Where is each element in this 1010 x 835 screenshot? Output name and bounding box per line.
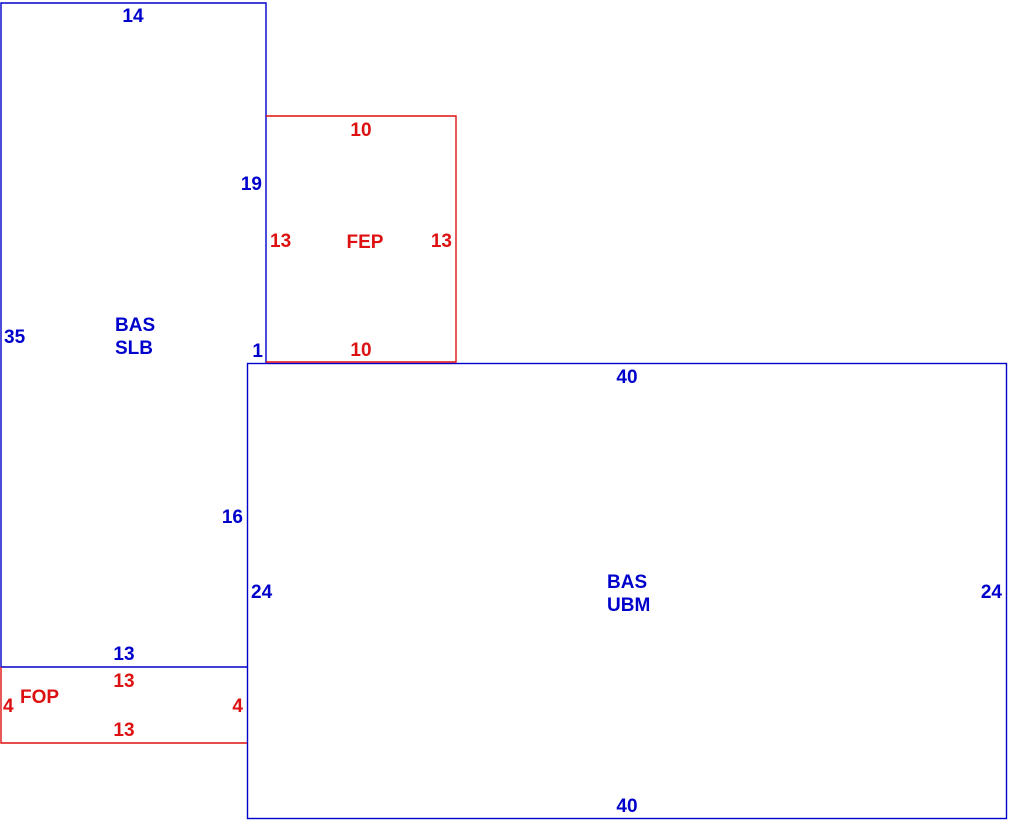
ubm-dim-top: 40 [616,367,637,388]
fop-dim-right: 4 [232,696,243,717]
slb-label-line1: BAS [115,315,155,336]
fep-label: FEP [347,232,384,253]
slb-dim-right-lower: 16 [222,507,243,528]
fep-outline [266,115,457,363]
fop-dim-top: 13 [113,671,134,692]
fep-dim-top: 10 [350,120,371,141]
slb-dim-top: 14 [122,6,144,27]
ubm-label-line2: UBM [607,595,650,616]
ubm-dim-left: 24 [251,582,273,603]
fep-dim-right: 13 [431,231,452,252]
ubm-outline [246,362,1008,820]
slb-dim-bottom: 13 [113,644,134,665]
ubm-dim-bottom: 40 [616,796,637,817]
slb-outline [0,2,267,668]
fop-label: FOP [20,687,59,708]
ubm-dim-right: 24 [981,582,1003,603]
fop-dim-bottom: 13 [113,720,134,741]
fep-dim-bottom: 10 [350,340,371,361]
ubm-label-line1: BAS [607,572,647,593]
slb-label-line2: SLB [115,338,153,359]
slb-dim-right-upper: 19 [241,174,262,195]
slb-dim-left: 35 [4,327,26,348]
fep-dim-left: 13 [270,231,291,252]
fop-outline [0,667,247,744]
fop-dim-left: 4 [3,696,14,717]
slb-dim-right-step: 1 [252,341,263,362]
